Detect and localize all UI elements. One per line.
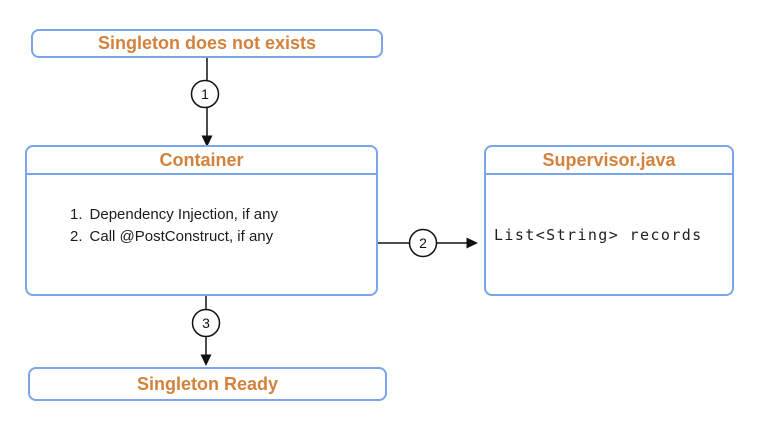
list-item: 1. Dependency Injection, if any [70,204,278,226]
list-item: 2. Call @PostConstruct, if any [70,226,278,248]
step-circle-2 [408,228,438,258]
node-container-header: Container [27,147,376,175]
arrowhead-down-3 [200,354,212,366]
node-title: Supervisor.java [542,149,676,170]
step-circle-3 [191,308,221,338]
node-singleton-ready: Singleton Ready [28,367,387,401]
step-circle-1 [190,79,220,109]
node-title: Singleton does not exists [97,33,317,53]
node-title: Container [159,149,244,170]
supervisor-code-text: List<String> records [494,226,703,244]
node-container: Container 1. Dependency Injection, if any… [25,145,378,296]
container-step-list: 1. Dependency Injection, if any 2. Call @P… [70,204,278,248]
node-supervisor-header: Supervisor.java [486,147,732,175]
node-singleton-does-not-exist: Singleton does not exists [31,29,383,58]
step-circle-3-label: 3 [202,315,210,331]
step-circle-2-label: 2 [419,235,427,251]
node-supervisor-java: Supervisor.java List<String> records [484,145,734,296]
list-item-text: Call @PostConstruct, if any [89,228,274,245]
list-item-number: 2. [70,228,83,245]
step-circle-1-label: 1 [201,86,209,102]
list-item-number: 1. [70,206,83,223]
node-title: Singleton Ready [136,373,279,394]
arrowhead-right-2 [466,237,478,249]
list-item-text: Dependency Injection, if any [89,206,278,223]
